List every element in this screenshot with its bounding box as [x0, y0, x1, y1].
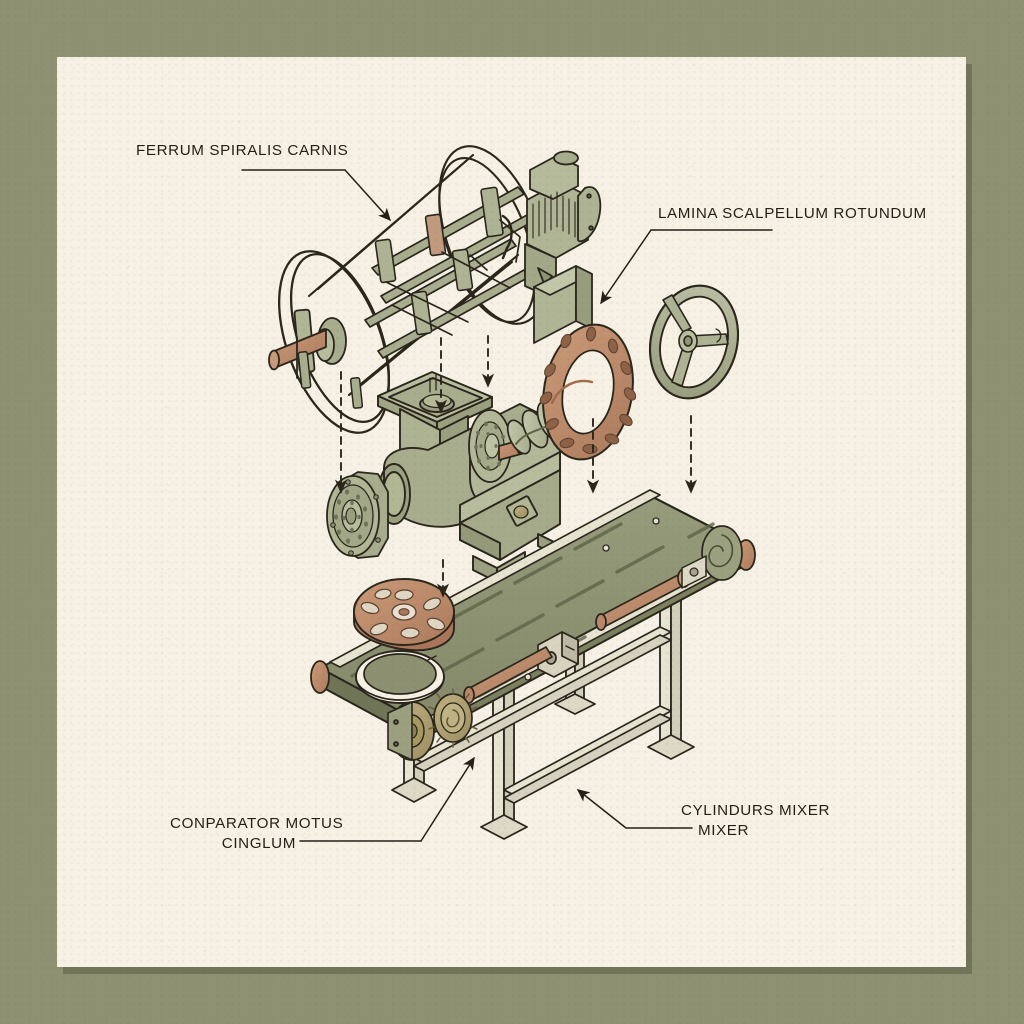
grinder-body-assembly	[326, 371, 579, 583]
label-leader-lines	[241, 169, 773, 842]
label-belt-comparator-line-2: CINGLUM	[221, 835, 296, 852]
label-cylinder-mixer-leader	[576, 789, 673, 829]
label-belt-comparator-line-1: CONPARATOR MOTUS	[170, 815, 344, 832]
label-cylinder-mixer: CYLINDURS MIXER MIXER	[681, 802, 830, 839]
conveyor-belt-table	[310, 489, 756, 840]
label-auger: FERRUM SPIRALIS CARNIS	[136, 142, 348, 159]
drive-roller-spiral	[701, 525, 743, 581]
sprocket-gear	[428, 688, 478, 748]
label-blade-plate-line-1: LAMINA SCALPELLUM ROTUNDUM	[658, 205, 927, 222]
label-belt-comparator-leader	[420, 756, 475, 842]
drum-mixer-assembly	[268, 145, 602, 434]
copper-perforated-disc	[353, 578, 455, 652]
three-spoke-handwheel	[648, 284, 740, 400]
label-auger-leader	[344, 169, 391, 222]
label-cylinder-mixer-line-1: CYLINDURS MIXER	[681, 802, 831, 819]
assembly-direction-arrows	[334, 335, 698, 598]
label-blade-plate-leader	[600, 229, 652, 305]
retaining-ring	[355, 650, 445, 704]
copper-perforated-ring	[539, 323, 637, 461]
label-belt-comparator: CONPARATOR MOTUS CINGLUM	[170, 815, 344, 852]
label-blade-plate: LAMINA SCALPELLUM ROTUNDUM	[658, 205, 927, 222]
label-auger-line-1: FERRUM SPIRALIS CARNIS	[136, 142, 349, 159]
label-cylinder-mixer-line-2: MIXER	[698, 822, 750, 839]
